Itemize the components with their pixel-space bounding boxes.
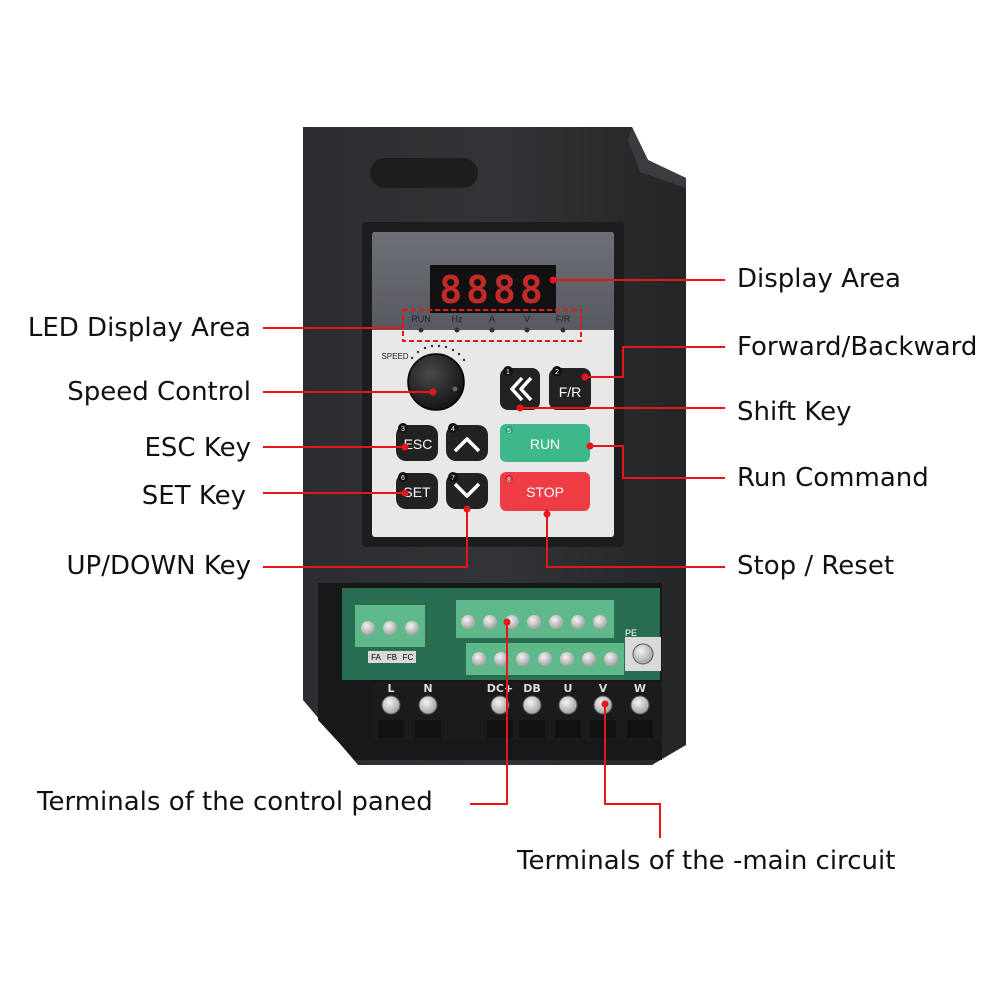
control-terminal-block: [456, 600, 624, 675]
callout-forward-backward: Forward/Backward: [737, 332, 978, 362]
indicator-lights: RUN Hz A V F/R: [411, 314, 571, 333]
board-mark-fa: FA: [371, 653, 381, 662]
fr-key-number: 2: [555, 369, 559, 376]
esc-key-label: ESC: [404, 436, 433, 452]
chevron-up-icon: [453, 437, 481, 453]
callout-run-command: Run Command: [737, 463, 929, 493]
leader-run-command: [590, 445, 725, 479]
main-terminal-label-db: DB: [523, 682, 541, 695]
set-key-number: 6: [401, 475, 405, 482]
main-terminal-label-v: V: [599, 682, 608, 695]
leader-lines: [263, 279, 725, 838]
board-mark-fb: FB: [387, 653, 397, 662]
board-mark-pe: PE: [625, 628, 637, 638]
callout-main-terminals: Terminals of the -main circuit: [517, 846, 896, 876]
set-key[interactable]: 6 SET: [396, 472, 438, 509]
shift-key[interactable]: 1: [500, 366, 540, 410]
down-key[interactable]: 7: [446, 472, 488, 509]
indicator-fr: F/R: [556, 314, 571, 324]
led-indicator-dashed-frame: [402, 309, 582, 342]
chevron-down-icon: [453, 482, 481, 498]
main-terminal-label-w: W: [634, 682, 646, 695]
run-key-label: RUN: [530, 436, 560, 452]
callout-speed-control: Speed Control: [67, 377, 251, 407]
callout-shift-key: Shift Key: [737, 397, 852, 427]
callout-esc-key: ESC Key: [144, 433, 252, 463]
display-digits: 8888: [439, 268, 547, 312]
fr-key[interactable]: 2 F/R: [549, 366, 591, 410]
leader-dots: [401, 276, 609, 708]
main-terminal-label-u: U: [564, 682, 573, 695]
ground-screw: [632, 643, 654, 665]
led-display: [430, 265, 556, 313]
down-key-number: 7: [451, 475, 455, 482]
control-panel: 8888 RUN Hz A V F/R SPEED 1: [362, 222, 624, 547]
esc-key[interactable]: 3 ESC: [396, 423, 438, 461]
callout-control-terminals: Terminals of the control paned: [37, 787, 433, 817]
callout-stop-reset: Stop / Reset: [737, 551, 895, 581]
main-terminal-label-l: L: [387, 682, 394, 695]
run-key[interactable]: 5 RUN: [500, 424, 590, 462]
callout-up-down-key: UP/DOWN Key: [66, 551, 251, 581]
leader-control-terminals: [470, 622, 508, 805]
up-key-number: 4: [451, 426, 455, 433]
indicator-hz: Hz: [452, 314, 463, 324]
callout-display-area: Display Area: [737, 264, 901, 294]
stop-key[interactable]: 8 STOP: [500, 472, 590, 511]
up-key[interactable]: 4: [446, 423, 488, 461]
run-key-number: 5: [507, 428, 511, 435]
vent-slot: [370, 158, 478, 188]
stop-key-number: 8: [507, 477, 511, 484]
leader-stop-reset: [546, 509, 725, 568]
fr-key-label: F/R: [559, 384, 582, 400]
esc-key-number: 3: [401, 426, 405, 433]
knob-scale-dots: [410, 344, 466, 362]
speed-label: SPEED: [381, 352, 408, 361]
aux-terminal-screws: [361, 621, 419, 635]
leader-forward-backward: [585, 346, 725, 378]
callout-set-key: SET Key: [141, 481, 246, 511]
shift-key-number: 1: [506, 369, 510, 376]
main-terminal-screws: [381, 695, 650, 715]
leader-up-down-key: [263, 509, 468, 568]
callout-led-display-area: LED Display Area: [27, 313, 251, 343]
indicator-a: A: [489, 314, 495, 324]
set-key-label: SET: [403, 484, 431, 500]
double-chevron-left-icon: [510, 376, 533, 402]
speed-knob[interactable]: [407, 353, 465, 411]
indicator-run: RUN: [411, 314, 431, 324]
terminal-compartment: FA FB FC PE L N DC+ DB: [318, 583, 662, 760]
main-terminal-label-dc: DC+: [487, 682, 513, 695]
main-terminal-label-n: N: [423, 682, 432, 695]
leader-main-terminals: [604, 704, 661, 838]
stop-key-label: STOP: [526, 484, 564, 500]
board-mark-fc: FC: [403, 653, 414, 662]
indicator-v: V: [524, 314, 530, 324]
